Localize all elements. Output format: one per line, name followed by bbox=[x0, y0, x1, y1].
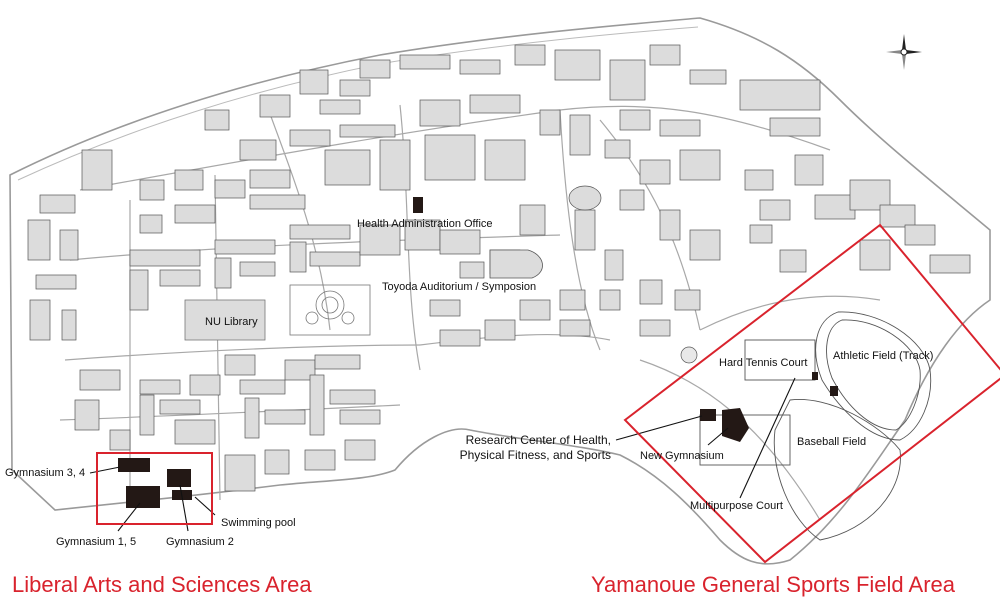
leader-lines bbox=[89, 377, 796, 532]
label-gymnasium-2: Gymnasium 2 bbox=[166, 536, 234, 548]
toyoda-auditorium-shape bbox=[489, 249, 543, 279]
sports-field-area-border bbox=[623, 223, 1000, 564]
oval-building bbox=[568, 185, 602, 211]
campus-buildings bbox=[27, 44, 971, 492]
label-research-center-line1: Research Center of Health, bbox=[465, 433, 611, 447]
sports-facilities bbox=[699, 311, 932, 541]
label-nu-library: NU Library bbox=[205, 316, 258, 328]
gymnasium-1-5 bbox=[126, 486, 160, 508]
liberal-arts-area-border bbox=[96, 452, 213, 525]
round-tank bbox=[680, 346, 698, 364]
sports-field-area-title: Yamanoue General Sports Field Area bbox=[591, 572, 956, 597]
research-center bbox=[700, 409, 716, 421]
label-gymnasium-1-5: Gymnasium 1, 5 bbox=[56, 536, 137, 548]
label-hard-tennis-court: Hard Tennis Court bbox=[719, 357, 808, 369]
campus-boundary bbox=[9, 17, 991, 565]
label-athletic-field: Athletic Field (Track) bbox=[833, 350, 934, 362]
library-grounds bbox=[184, 284, 371, 341]
label-multipurpose-court: Multipurpose Court bbox=[690, 500, 783, 512]
gymnasium-2 bbox=[167, 469, 191, 487]
track-building-1 bbox=[812, 372, 818, 380]
label-baseball-field: Baseball Field bbox=[797, 436, 867, 448]
new-gymnasium bbox=[722, 408, 749, 442]
label-new-gymnasium: New Gymnasium bbox=[640, 450, 724, 462]
label-swimming-pool: Swimming pool bbox=[221, 517, 296, 529]
liberal-arts-area-title: Liberal Arts and Sciences Area bbox=[12, 572, 312, 597]
highlighted-buildings bbox=[118, 197, 838, 508]
label-gymnasium-3-4: Gymnasium 3, 4 bbox=[5, 467, 86, 479]
health-administration-office bbox=[413, 197, 423, 213]
label-research-center-line2: Physical Fitness, and Sports bbox=[459, 448, 611, 462]
gymnasium-3-4 bbox=[118, 458, 150, 472]
track-building-2 bbox=[830, 386, 838, 396]
label-toyoda-auditorium: Toyoda Auditorium / Symposion bbox=[382, 281, 537, 293]
label-health-administration-office: Health Administration Office bbox=[357, 218, 493, 230]
compass-rose-icon bbox=[886, 34, 922, 70]
